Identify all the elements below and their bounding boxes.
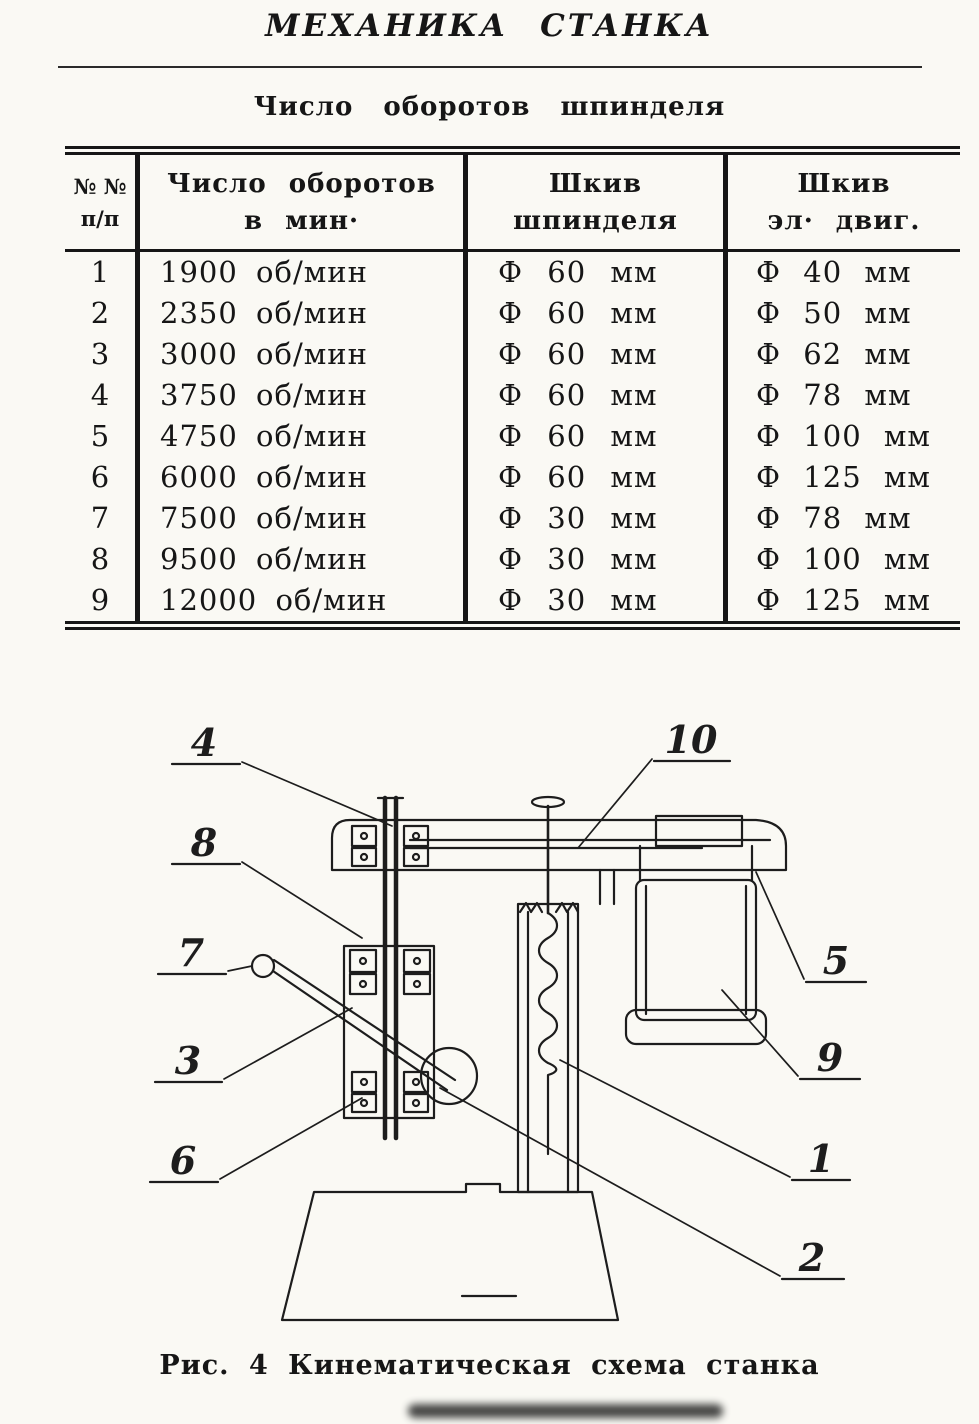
row-number: 9 [65,580,140,621]
motor-pulley-value: Ф 78 мм [756,378,912,412]
row-number: 5 [65,416,140,457]
spindle-speed-table: № № п/п Число оборотов в мин· Шкив шпинд… [65,146,960,630]
spindle-pulley-value: Ф 30 мм [468,539,728,580]
title-divider [58,66,922,68]
table-top-rule [65,146,960,155]
table-row: 7 7500 об/мин Ф 30 мм Ф 78 мм [65,498,960,539]
callout-labels: 4 10 8 7 5 3 9 6 1 2 [170,717,849,1280]
table-row: 6 6000 об/мин Ф 60 мм Ф 125 мм [65,457,960,498]
header-bottom-rule [65,249,960,252]
row-number: 3 [65,334,140,375]
callout-leaders [219,758,805,1277]
header-motor-line1: Шкив [797,168,891,199]
rpm-value: 7500 об/мин [140,498,468,539]
callout-label-8: 8 [190,820,217,865]
motor-pulley-value: Ф 100 мм [756,542,931,576]
header-motor-line2: эл· двиг. [767,205,921,236]
spindle-pulley-value: Ф 60 мм [468,252,728,293]
header-rpm-line2: в мин· [243,205,360,236]
feed-rod [530,795,566,915]
callout-label-4: 4 [191,720,217,765]
motor-pulley-value: Ф 125 мм [756,583,931,617]
motor-pulley-value: Ф 78 мм [756,501,912,535]
row-number: 7 [65,498,140,539]
spindle-pulley-value: Ф 60 мм [468,293,728,334]
header-row-number: № № п/п [65,155,140,249]
rpm-value: 3000 об/мин [140,334,468,375]
rpm-value: 4750 об/мин [140,416,468,457]
rpm-value: 1900 об/мин [140,252,468,293]
table-row: 3 3000 об/мин Ф 60 мм Ф 62 мм [65,334,960,375]
header-spindle-line2: шпинделя [513,205,678,236]
figure-caption: Рис. 4 Кинематическая схема станка [159,1350,820,1381]
row-number: 4 [65,375,140,416]
scan-artifact [408,1404,723,1418]
spindle-pulley-value: Ф 60 мм [468,375,728,416]
machine-head [330,818,788,906]
rpm-value: 6000 об/мин [140,457,468,498]
callout-label-9: 9 [817,1035,843,1080]
spindle-pulley-value: Ф 60 мм [468,457,728,498]
motor-pulley-value: Ф 50 мм [756,296,912,330]
rpm-value: 12000 об/мин [140,580,468,621]
callout-label-5: 5 [823,938,849,983]
lower-pulley [419,1046,479,1106]
spindle-pulley-value: Ф 30 мм [468,580,728,621]
rpm-value: 9500 об/мин [140,539,468,580]
speed-lever [250,953,457,1092]
motor [624,814,768,1046]
table-row: 1 1900 об/мин Ф 60 мм Ф 40 мм [65,252,960,293]
motor-pulley-value: Ф 40 мм [756,255,912,289]
motor-pulley-value: Ф 100 мм [756,419,931,453]
table-row: 4 3750 об/мин Ф 60 мм Ф 78 мм [65,375,960,416]
callout-underlines [148,759,868,1281]
callout-label-3: 3 [175,1038,201,1083]
header-rpm-line1: Число оборотов [167,168,436,199]
spindle-pulley-value: Ф 60 мм [468,416,728,457]
row-number: 1 [65,252,140,293]
motor-pulley-value: Ф 125 мм [756,460,931,494]
callout-label-2: 2 [798,1235,825,1280]
row-number: 8 [65,539,140,580]
page-title: МЕХАНИКА СТАНКА [265,8,714,44]
spindle-pulley-stack [342,795,436,1141]
rpm-value: 3750 об/мин [140,375,468,416]
header-rpm: Число оборотов в мин· [140,155,468,249]
header-num-line1: № № [73,173,127,199]
header-motor-pulley: Шкив эл· двиг. [728,155,960,249]
return-spring [537,911,559,1156]
table-header-row: № № п/п Число оборотов в мин· Шкив шпинд… [65,155,960,249]
row-number: 2 [65,293,140,334]
motor-pulley-value: Ф 62 мм [756,337,912,371]
table-row: 2 2350 об/мин Ф 60 мм Ф 50 мм [65,293,960,334]
spindle-pulley-value: Ф 60 мм [468,334,728,375]
callout-label-10: 10 [665,717,718,762]
callout-label-7: 7 [178,930,204,975]
header-spindle-pulley: Шкив шпинделя [468,155,728,249]
table-title: Число оборотов шпинделя [253,92,726,122]
kinematic-diagram: 4 10 8 7 5 3 9 6 1 2 [148,717,868,1322]
table-row: 9 12000 об/мин Ф 30 мм Ф 125 мм [65,580,960,621]
base [280,1182,620,1322]
spindle-pulley-value: Ф 30 мм [468,498,728,539]
table-bottom-rule [65,621,960,630]
callout-label-6: 6 [170,1138,196,1183]
header-spindle-line1: Шкив [548,168,643,199]
table-row: 8 9500 об/мин Ф 30 мм Ф 100 мм [65,539,960,580]
row-number: 6 [65,457,140,498]
table-row: 5 4750 об/мин Ф 60 мм Ф 100 мм [65,416,960,457]
header-num-line2: п/п [80,205,120,231]
callout-label-1: 1 [808,1136,834,1181]
rpm-value: 2350 об/мин [140,293,468,334]
